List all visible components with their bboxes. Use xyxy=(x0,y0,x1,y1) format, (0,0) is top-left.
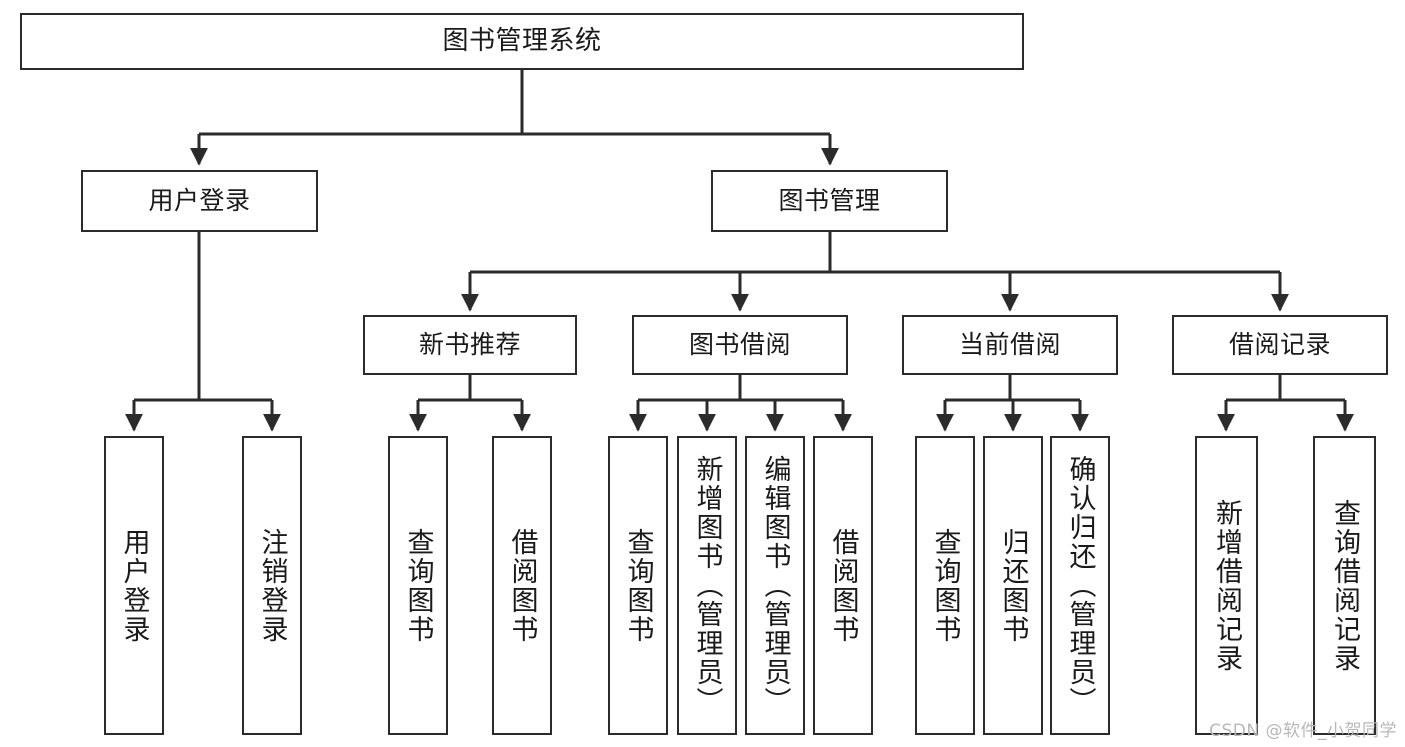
node-leaf-query-book-2[interactable]: 查询图书 xyxy=(608,436,668,735)
node-leaf-edit-book[interactable]: 编辑图书（管理员） xyxy=(745,436,805,735)
node-label: 确认归还（管理员） xyxy=(1064,455,1096,716)
node-leaf-borrow-book-1[interactable]: 借阅图书 xyxy=(492,436,552,735)
node-leaf-confirm-return[interactable]: 确认归还（管理员） xyxy=(1050,436,1110,735)
node-label: 借阅记录 xyxy=(1228,330,1331,360)
node-label: 用户登录 xyxy=(118,527,150,644)
node-label: 新增图书（管理员） xyxy=(691,455,723,716)
node-leaf-query-book-1[interactable]: 查询图书 xyxy=(388,436,448,735)
node-leaf-user-logout[interactable]: 注销登录 xyxy=(242,436,302,735)
node-root-book-management-system[interactable]: 图书管理系统 xyxy=(20,13,1024,70)
node-label: 借阅图书 xyxy=(506,527,538,644)
node-label: 归还图书 xyxy=(997,527,1029,644)
node-new-book-recommend[interactable]: 新书推荐 xyxy=(363,315,577,375)
node-label: 查询图书 xyxy=(929,527,961,644)
node-label: 新书推荐 xyxy=(418,330,521,360)
node-leaf-add-record[interactable]: 新增借阅记录 xyxy=(1195,436,1258,735)
node-label: 注销登录 xyxy=(256,527,288,644)
node-label: 图书管理系统 xyxy=(442,26,602,57)
node-label: 图书管理 xyxy=(778,186,881,216)
node-label: 新增借阅记录 xyxy=(1211,498,1242,673)
node-leaf-query-record[interactable]: 查询借阅记录 xyxy=(1313,436,1376,735)
node-label: 查询图书 xyxy=(402,527,434,644)
node-label: 查询图书 xyxy=(622,527,654,644)
node-user-login[interactable]: 用户登录 xyxy=(81,170,318,232)
node-label: 查询借阅记录 xyxy=(1329,498,1360,673)
node-label: 编辑图书（管理员） xyxy=(759,455,791,716)
node-label: 图书借阅 xyxy=(688,330,791,360)
node-current-borrow[interactable]: 当前借阅 xyxy=(902,315,1118,375)
node-borrow-record[interactable]: 借阅记录 xyxy=(1172,315,1388,375)
node-leaf-user-login[interactable]: 用户登录 xyxy=(104,436,164,735)
node-leaf-query-book-3[interactable]: 查询图书 xyxy=(915,436,975,735)
node-label: 借阅图书 xyxy=(827,527,859,644)
node-label: 当前借阅 xyxy=(958,330,1061,360)
node-leaf-borrow-book-2[interactable]: 借阅图书 xyxy=(813,436,873,735)
node-book-management[interactable]: 图书管理 xyxy=(711,170,948,232)
node-leaf-add-book[interactable]: 新增图书（管理员） xyxy=(677,436,737,735)
node-label: 用户登录 xyxy=(148,186,251,216)
node-book-borrow[interactable]: 图书借阅 xyxy=(632,315,848,375)
node-leaf-return-book[interactable]: 归还图书 xyxy=(983,436,1043,735)
watermark-text: CSDN @软件_小贺同学 xyxy=(1209,721,1397,741)
